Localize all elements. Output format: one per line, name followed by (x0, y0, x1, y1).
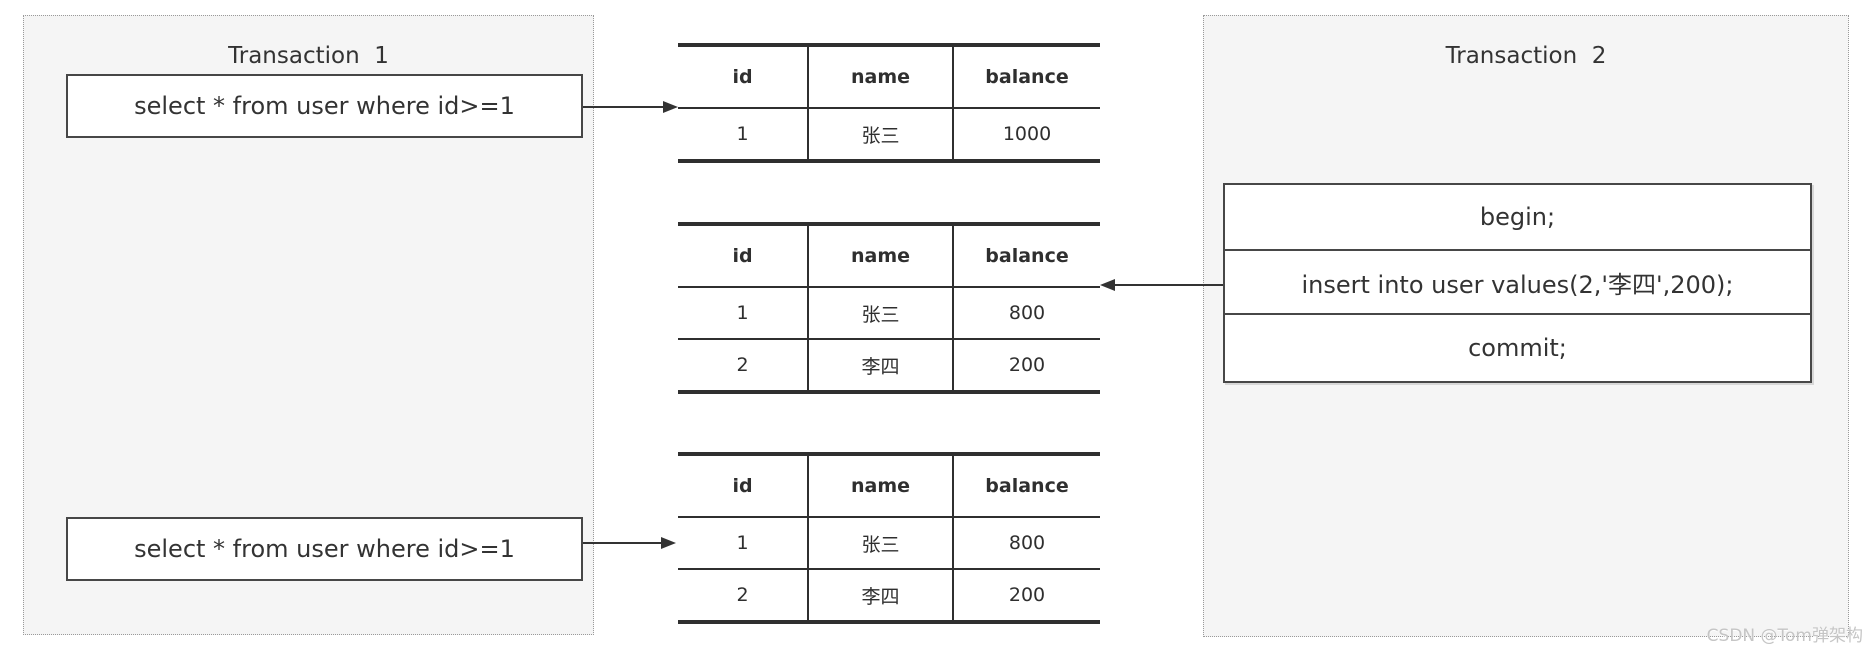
user-table-state-2: id name balance 1 张三 800 2 李四 200 (678, 222, 1100, 394)
arrow-insert-to-table2-line (1115, 284, 1223, 286)
cell-balance: 200 (952, 570, 1100, 620)
statement-insert: insert into user values(2,'李四',200); (1225, 249, 1810, 313)
cell-name: 张三 (807, 288, 952, 338)
header-cell-id: id (732, 245, 753, 267)
cell-name: 张三 (807, 518, 952, 568)
user-table-state-1: id name balance 1 张三 1000 (678, 43, 1100, 163)
transaction-2-statement-box: begin; insert into user values(2,'李四',20… (1223, 183, 1812, 383)
header-cell-balance: balance (952, 47, 1100, 107)
table-row: 1 张三 800 (678, 286, 1100, 338)
header-cell-balance: balance (952, 456, 1100, 516)
cell-balance: 800 (952, 518, 1100, 568)
cell-name: 张三 (807, 109, 952, 159)
table-row: 2 李四 200 (678, 338, 1100, 390)
arrow-select2-to-table3-line (583, 542, 662, 544)
arrow-right-icon (661, 537, 676, 549)
arrow-right-icon (663, 101, 678, 113)
header-cell-name: name (807, 47, 952, 107)
header-cell-name: name (807, 456, 952, 516)
table-header-row: id name balance (678, 226, 1100, 286)
user-table-state-3: id name balance 1 张三 800 2 李四 200 (678, 452, 1100, 624)
table-row: 1 张三 1000 (678, 107, 1100, 159)
cell-balance: 200 (952, 340, 1100, 390)
header-cell-balance: balance (952, 226, 1100, 286)
cell-id: 1 (736, 532, 749, 554)
table-header-row: id name balance (678, 456, 1100, 516)
arrow-left-icon (1100, 279, 1115, 291)
cell-id: 2 (736, 354, 749, 376)
cell-id: 1 (736, 302, 749, 324)
transaction-2-title: Transaction 2 (1445, 43, 1607, 69)
table-row: 1 张三 800 (678, 516, 1100, 568)
cell-name: 李四 (807, 570, 952, 620)
cell-name: 李四 (807, 340, 952, 390)
statement-commit: commit; (1225, 313, 1810, 381)
select-query-box-bottom: select * from user where id>=1 (66, 517, 583, 581)
header-cell-name: name (807, 226, 952, 286)
arrow-select1-to-table1-line (583, 106, 664, 108)
select-query-box-top: select * from user where id>=1 (66, 74, 583, 138)
header-cell-id: id (732, 66, 753, 88)
header-cell-id: id (732, 475, 753, 497)
table-header-row: id name balance (678, 47, 1100, 107)
cell-balance: 800 (952, 288, 1100, 338)
transaction-1-title: Transaction 1 (228, 43, 389, 69)
csdn-watermark: CSDN @Tom弹架构 (1706, 626, 1863, 646)
cell-balance: 1000 (952, 109, 1100, 159)
table-row: 2 李四 200 (678, 568, 1100, 620)
statement-begin: begin; (1479, 203, 1556, 231)
cell-id: 1 (736, 123, 749, 145)
cell-id: 2 (736, 584, 749, 606)
